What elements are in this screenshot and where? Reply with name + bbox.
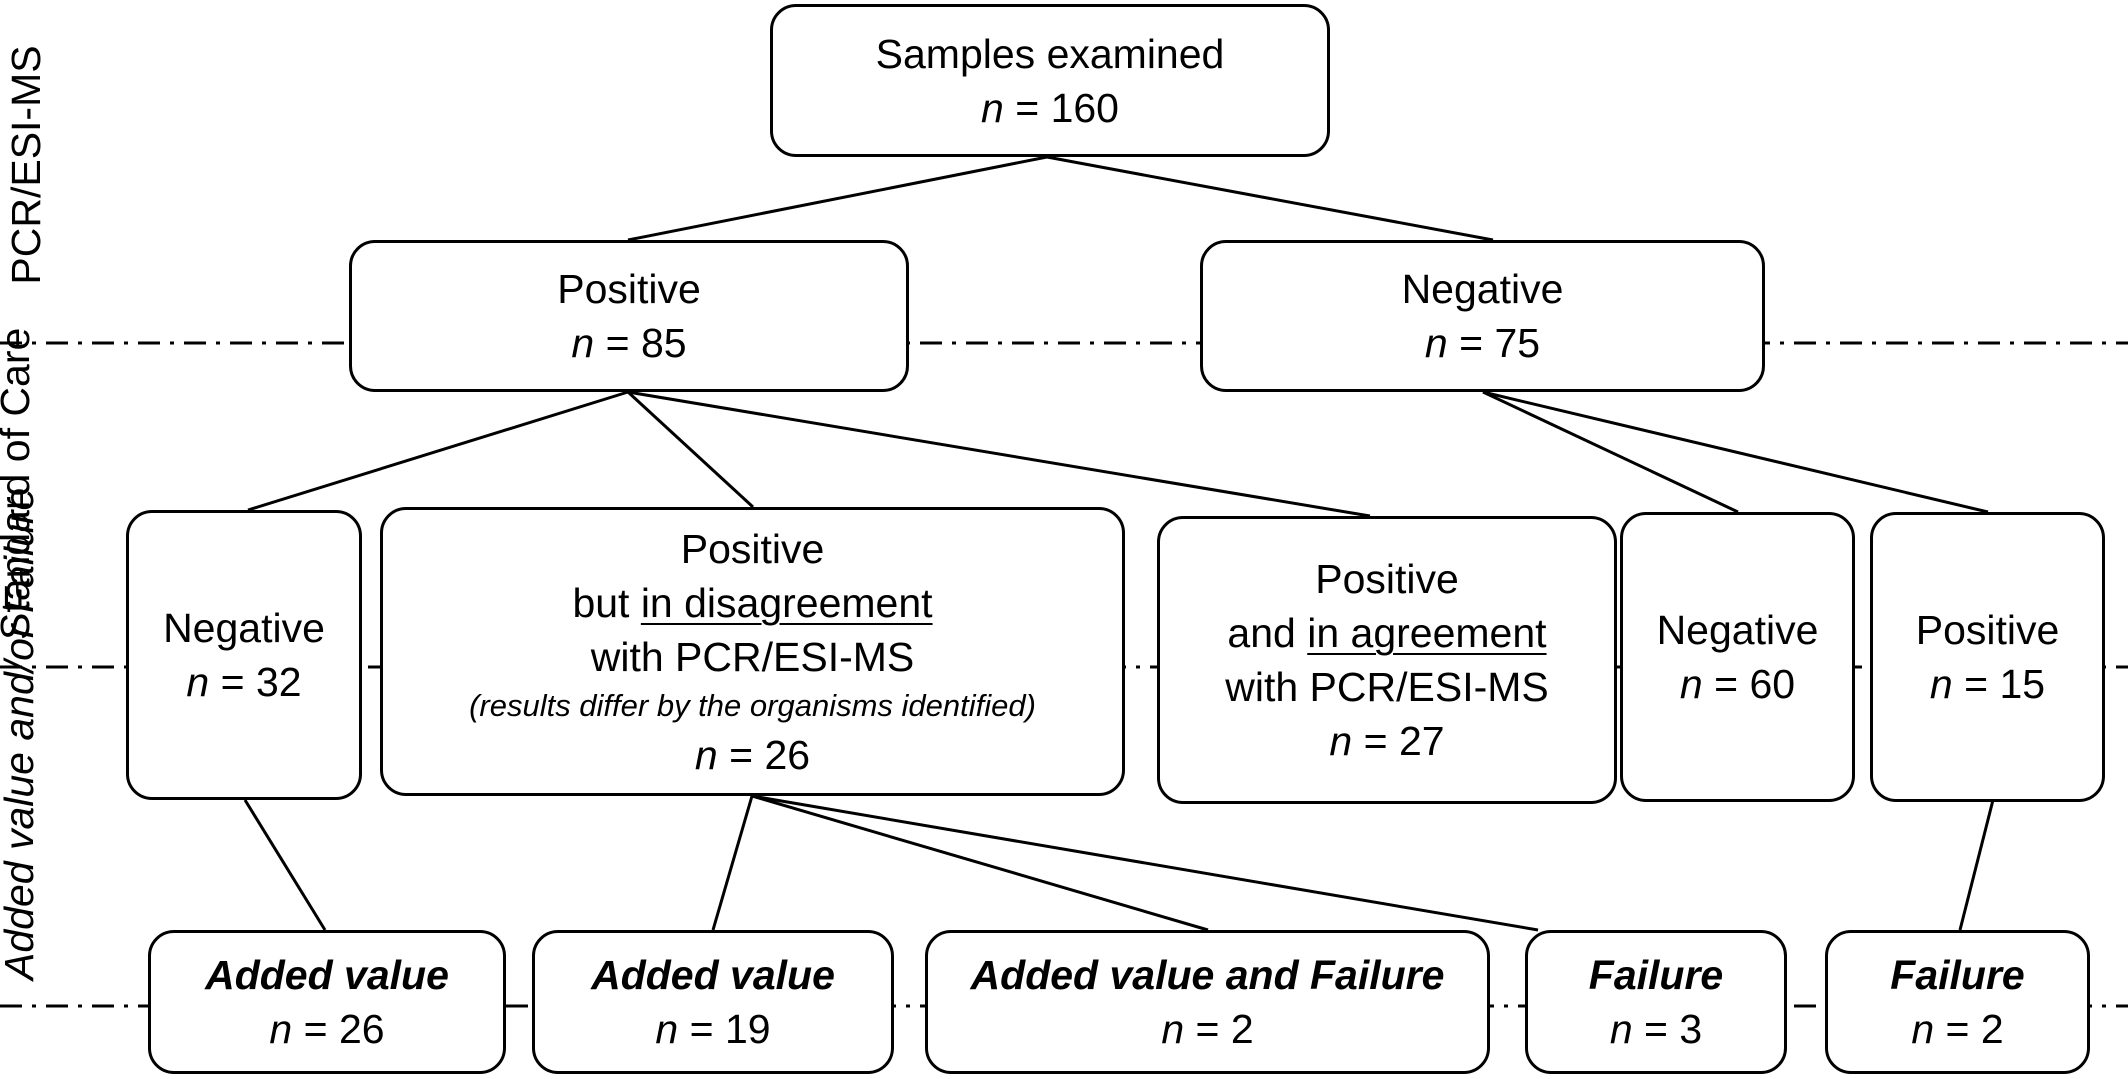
- edge-negative-negative-b: [1482, 390, 1739, 514]
- node-outcome-added-value-26: Added value n = 26: [148, 930, 506, 1074]
- node-title: Failure: [1890, 952, 2025, 998]
- node-title: Added value and Failure: [970, 952, 1445, 998]
- node-outcome-failure-2: Failure n = 2: [1825, 930, 2090, 1074]
- edge-negative-positive-b: [1482, 390, 1989, 514]
- node-outcome-added-value-19: Added value n = 19: [532, 930, 894, 1074]
- n-label: n: [1329, 718, 1353, 764]
- node-title: Negative: [1401, 266, 1564, 312]
- edge-disagree-added: [711, 795, 754, 931]
- node-pcr-positive: Positive n = 85: [349, 240, 909, 392]
- node-soc-positive-disagreement: Positive but in disagreement with PCR/ES…: [380, 507, 1125, 796]
- node-title: Positive: [1915, 607, 2060, 653]
- n-label: n: [981, 84, 1004, 131]
- node-note: (results differ by the organisms identif…: [469, 687, 1036, 723]
- node-samples-examined: Samples examined n = 160: [770, 4, 1330, 157]
- node-title: Negative: [163, 605, 325, 651]
- node-title: Negative: [1656, 607, 1819, 653]
- node-line2-underline: in disagreement: [640, 579, 933, 626]
- edge-positive-disagree: [626, 390, 755, 509]
- n-label: n: [1161, 1006, 1185, 1052]
- node-line2-underline: in agreement: [1307, 610, 1547, 656]
- node-line3: with PCR/ESI-MS: [1225, 664, 1549, 710]
- n-label: n: [1911, 1006, 1935, 1052]
- node-title: Positive: [557, 266, 701, 312]
- node-count: = 15: [1964, 661, 2046, 707]
- node-title: Added value: [591, 952, 835, 998]
- n-label: n: [655, 1006, 679, 1052]
- side-label-added-value: Added value and/or Failure: [0, 488, 94, 980]
- node-line1: Positive: [680, 525, 825, 572]
- node-count: = 60: [1714, 661, 1796, 707]
- node-pcr-negative: Negative n = 75: [1200, 240, 1765, 392]
- n-label: n: [269, 1006, 293, 1052]
- n-label: n: [1609, 1006, 1633, 1052]
- node-soc-positive-15: Positive n = 15: [1870, 512, 2105, 802]
- edge-root-positive: [627, 155, 1048, 242]
- node-soc-positive-agreement: Positive and in agreement with PCR/ESI-M…: [1157, 516, 1617, 804]
- node-count: = 2: [1195, 1006, 1254, 1052]
- n-label: n: [571, 320, 595, 366]
- node-count: = 3: [1644, 1006, 1703, 1052]
- side-label-pcr-text: PCR/ESI-MS: [3, 45, 49, 285]
- node-count: = 75: [1459, 320, 1541, 366]
- node-line3: with PCR/ESI-MS: [590, 633, 915, 680]
- n-label: n: [1679, 661, 1703, 707]
- edge-positive-agree: [627, 390, 1371, 518]
- node-line2-prefix: and: [1227, 610, 1308, 656]
- node-title: Failure: [1588, 952, 1724, 998]
- side-label-pcr: PCR/ESI-MS: [1, 35, 51, 295]
- side-label-av-line1: Added value: [0, 752, 42, 980]
- node-count: = 85: [605, 320, 687, 366]
- n-label: n: [694, 731, 718, 778]
- node-line2-prefix: but: [572, 579, 641, 626]
- edge-positive-negative-a: [247, 390, 629, 512]
- node-count: = 27: [1363, 718, 1445, 764]
- node-outcome-added-value-and-failure: Added value and Failure n = 2: [925, 930, 1490, 1074]
- node-outcome-failure-3: Failure n = 3: [1525, 930, 1787, 1074]
- side-label-av-line2: and/or Failure: [0, 487, 42, 741]
- edge-disagree-fail: [751, 794, 1539, 932]
- side-label-soc-line2: Care: [0, 327, 38, 417]
- node-title: Added value: [205, 952, 449, 998]
- n-label: n: [1929, 661, 1953, 707]
- edge-root-negative: [1046, 155, 1494, 242]
- node-count: = 19: [689, 1006, 771, 1052]
- node-soc-negative-32: Negative n = 32: [126, 510, 362, 800]
- node-count: = 160: [1015, 84, 1119, 131]
- n-label: n: [186, 659, 210, 705]
- node-count: = 26: [303, 1006, 385, 1052]
- node-count: = 32: [220, 659, 302, 705]
- node-count: = 26: [729, 731, 811, 778]
- n-label: n: [1424, 320, 1448, 366]
- node-title: Samples examined: [875, 30, 1225, 77]
- node-line1: Positive: [1315, 556, 1459, 602]
- edge-positive-b-fail: [1958, 799, 1995, 931]
- edge-negative-a-added: [243, 799, 327, 931]
- node-count: = 2: [1945, 1006, 2004, 1052]
- node-soc-negative-60: Negative n = 60: [1620, 512, 1855, 802]
- edge-disagree-added-fail: [751, 794, 1209, 932]
